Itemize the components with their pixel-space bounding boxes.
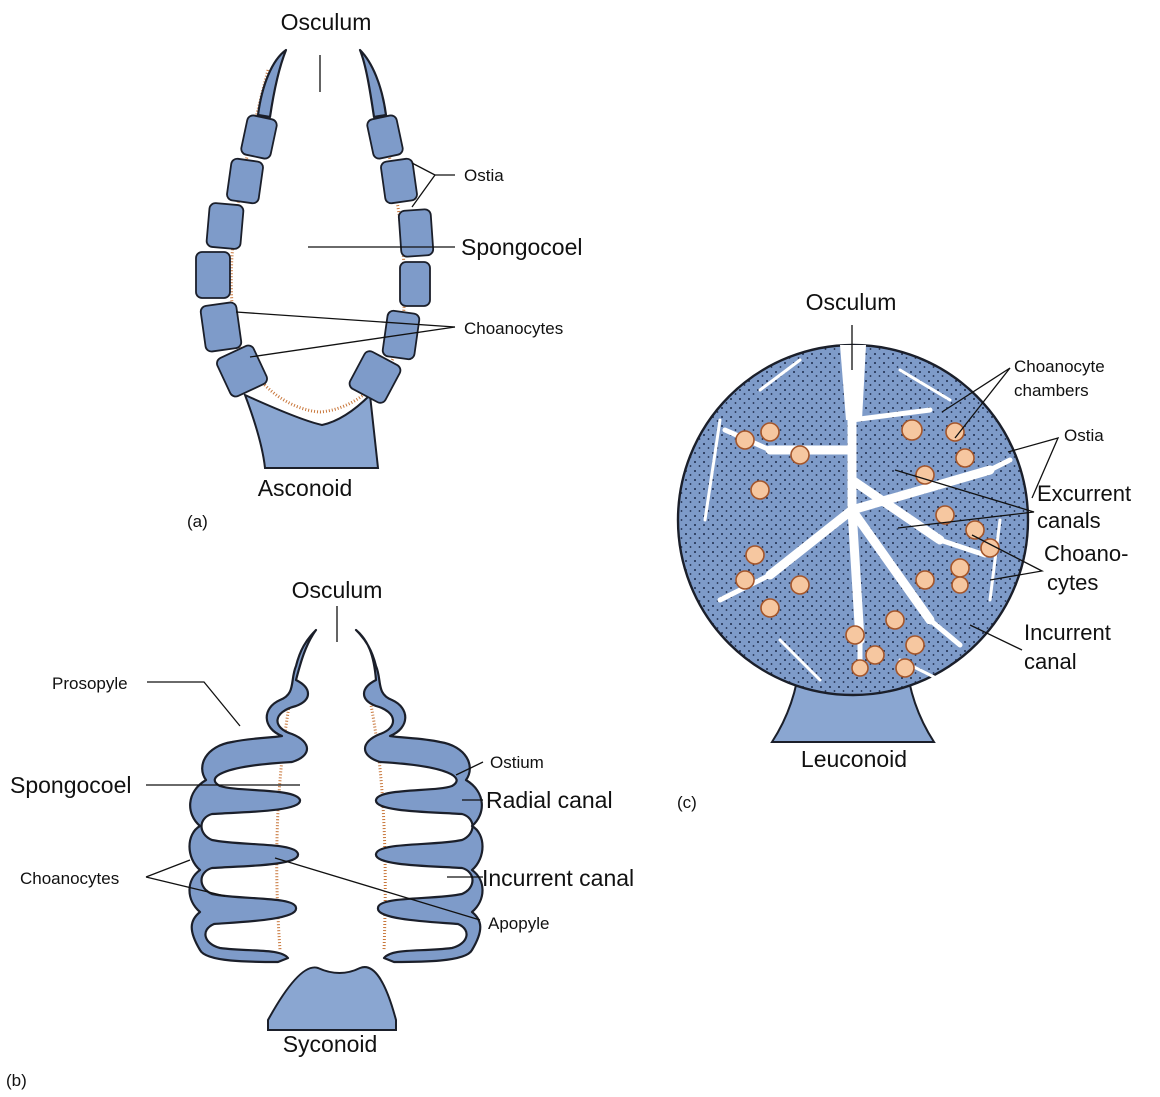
- leuconoid-ostia-label: Ostia: [1064, 426, 1104, 445]
- syconoid-prosopyle-pointer: [147, 682, 240, 726]
- leuconoid-incurrent-label-2: canal: [1024, 649, 1077, 674]
- leuconoid-choanocytes-label-2: cytes: [1047, 570, 1098, 595]
- leuconoid-chambers-label-2: chambers: [1014, 381, 1089, 400]
- asconoid-base: [245, 395, 378, 468]
- leuconoid-choanocytes-label-1: Choano-: [1044, 541, 1128, 566]
- syconoid-choanocytes-label: Choanocytes: [20, 869, 119, 888]
- syconoid-apopyle-label: Apopyle: [488, 914, 549, 933]
- panel-c-letter: (c): [677, 793, 697, 812]
- leuconoid-osculum-label: Osculum: [806, 289, 897, 315]
- leuconoid-name: Leuconoid: [801, 746, 907, 772]
- syconoid-ostium-label: Ostium: [490, 753, 544, 772]
- asconoid-diagram: Osculum Ostia Spongocoel Choanocytes Asc…: [187, 9, 583, 531]
- asconoid-choanocytes-label: Choanocytes: [464, 319, 563, 338]
- syconoid-name: Syconoid: [283, 1031, 378, 1057]
- asconoid-right-wall: [347, 50, 433, 405]
- syconoid-base: [268, 967, 396, 1030]
- syconoid-right-wall: [356, 630, 483, 962]
- asconoid-name: Asconoid: [258, 475, 353, 501]
- syconoid-prosopyle-label: Prosopyle: [52, 674, 128, 693]
- leuconoid-diagram: Osculum Choanocyte chambers Ostia Excurr…: [677, 289, 1131, 812]
- syconoid-diagram: Osculum Prosopyle Spongocoel Choanocytes…: [6, 577, 634, 1090]
- panel-b-letter: (b): [6, 1071, 27, 1090]
- leuconoid-incurrent-label-1: Incurrent: [1024, 620, 1111, 645]
- leuconoid-chambers-label-1: Choanocyte: [1014, 357, 1105, 376]
- leuconoid-excurrent-label-2: canals: [1037, 508, 1101, 533]
- syconoid-left-wall: [190, 630, 317, 962]
- syconoid-osculum-label: Osculum: [292, 577, 383, 603]
- syconoid-incurrent-canal-label: Incurrent canal: [482, 865, 634, 891]
- syconoid-spongocoel-label: Spongocoel: [10, 772, 132, 798]
- panel-a-letter: (a): [187, 512, 208, 531]
- asconoid-spongocoel-label: Spongocoel: [461, 234, 583, 260]
- asconoid-left-wall: [196, 50, 286, 398]
- syconoid-radial-canal-label: Radial canal: [486, 787, 613, 813]
- asconoid-osculum-label: Osculum: [281, 9, 372, 35]
- leuconoid-excurrent-label-1: Excurrent: [1037, 481, 1131, 506]
- asconoid-ostia-label: Ostia: [464, 166, 504, 185]
